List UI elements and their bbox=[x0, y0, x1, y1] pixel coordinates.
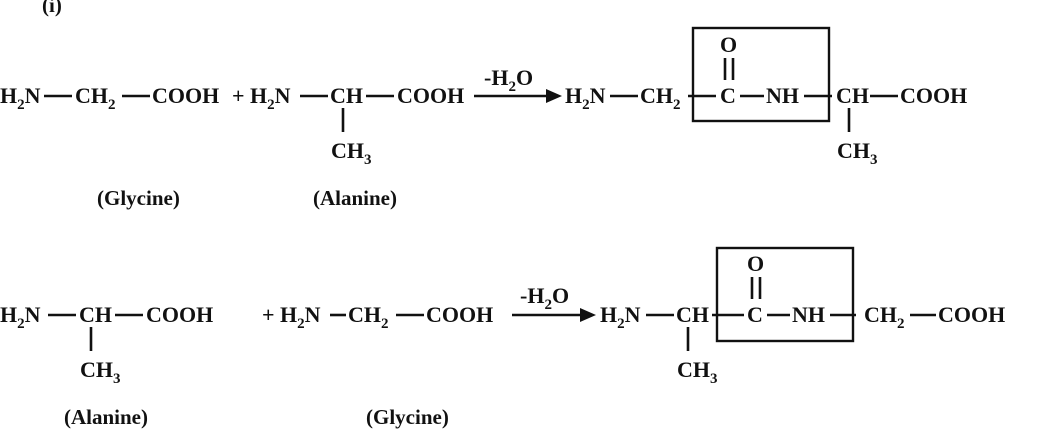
product-amine-group: H2N bbox=[600, 302, 641, 332]
peptide-bond-box bbox=[715, 246, 855, 343]
header-fragment: (i) bbox=[42, 0, 62, 17]
alanine-carboxyl-group: COOH bbox=[146, 302, 213, 327]
alanine-ch-group: CH bbox=[330, 83, 363, 108]
product-amine-group: H2N bbox=[565, 83, 606, 113]
amide-nh: NH bbox=[766, 83, 799, 108]
carbonyl-oxygen: O bbox=[747, 251, 764, 276]
water-loss-label: -H2O bbox=[484, 65, 533, 95]
amide-nh: NH bbox=[792, 302, 825, 327]
carbonyl-carbon: C bbox=[747, 302, 763, 327]
alanine-reactant-1: + H2N CH COOH CH3 bbox=[232, 83, 464, 168]
arrow-head bbox=[546, 89, 562, 103]
arrow-head bbox=[580, 308, 596, 322]
reaction-1: H2N CH2 COOH + H2N CH COOH CH3 -H2O H2N … bbox=[0, 26, 967, 210]
plus-amine-group: + H2N bbox=[232, 83, 291, 113]
glycine-carboxyl-group: COOH bbox=[152, 83, 219, 108]
water-loss-label: -H2O bbox=[520, 283, 569, 313]
alanine-ch-group: CH bbox=[79, 302, 112, 327]
glycine-reactant-2: + H2N CH2 COOH bbox=[262, 302, 493, 332]
product-carboxyl-group: COOH bbox=[900, 83, 967, 108]
label-alanine-2: (Alanine) bbox=[64, 405, 148, 429]
product-methyl-group: CH3 bbox=[837, 138, 878, 168]
glycine-carboxyl-group: COOH bbox=[426, 302, 493, 327]
glycine-amine-group: H2N bbox=[0, 83, 41, 113]
label-glycine-2: (Glycine) bbox=[366, 405, 449, 429]
dipeptide-product-1: H2N CH2 O C NH CH COOH CH3 bbox=[565, 26, 967, 168]
product-ch2-group: CH2 bbox=[640, 83, 681, 113]
label-glycine-1: (Glycine) bbox=[97, 186, 180, 210]
plus-amine-group: + H2N bbox=[262, 302, 321, 332]
dipeptide-product-2: H2N CH O C NH CH2 COOH CH3 bbox=[600, 246, 1005, 387]
glycine-ch2-group: CH2 bbox=[75, 83, 116, 113]
product-ch-group: CH bbox=[836, 83, 869, 108]
alanine-amine-group: H2N bbox=[0, 302, 41, 332]
reaction-arrow-2: -H2O bbox=[512, 283, 596, 322]
glycine-reactant-1: H2N CH2 COOH bbox=[0, 83, 219, 113]
glycine-ch2-group: CH2 bbox=[348, 302, 389, 332]
carbonyl-carbon: C bbox=[720, 83, 736, 108]
product-carboxyl-group: COOH bbox=[938, 302, 1005, 327]
product-ch-group: CH bbox=[676, 302, 709, 327]
alanine-carboxyl-group: COOH bbox=[397, 83, 464, 108]
reaction-2: H2N CH COOH CH3 + H2N CH2 COOH -H2O H2N … bbox=[0, 246, 1005, 429]
label-alanine-1: (Alanine) bbox=[313, 186, 397, 210]
carbonyl-oxygen: O bbox=[720, 32, 737, 57]
peptide-bond-box bbox=[691, 26, 831, 123]
reaction-arrow-1: -H2O bbox=[474, 65, 562, 103]
alanine-methyl-group: CH3 bbox=[331, 138, 372, 168]
alanine-reactant-2: H2N CH COOH CH3 bbox=[0, 302, 213, 387]
product-ch2-group: CH2 bbox=[864, 302, 905, 332]
alanine-methyl-group: CH3 bbox=[80, 357, 121, 387]
product-methyl-group: CH3 bbox=[677, 357, 718, 387]
